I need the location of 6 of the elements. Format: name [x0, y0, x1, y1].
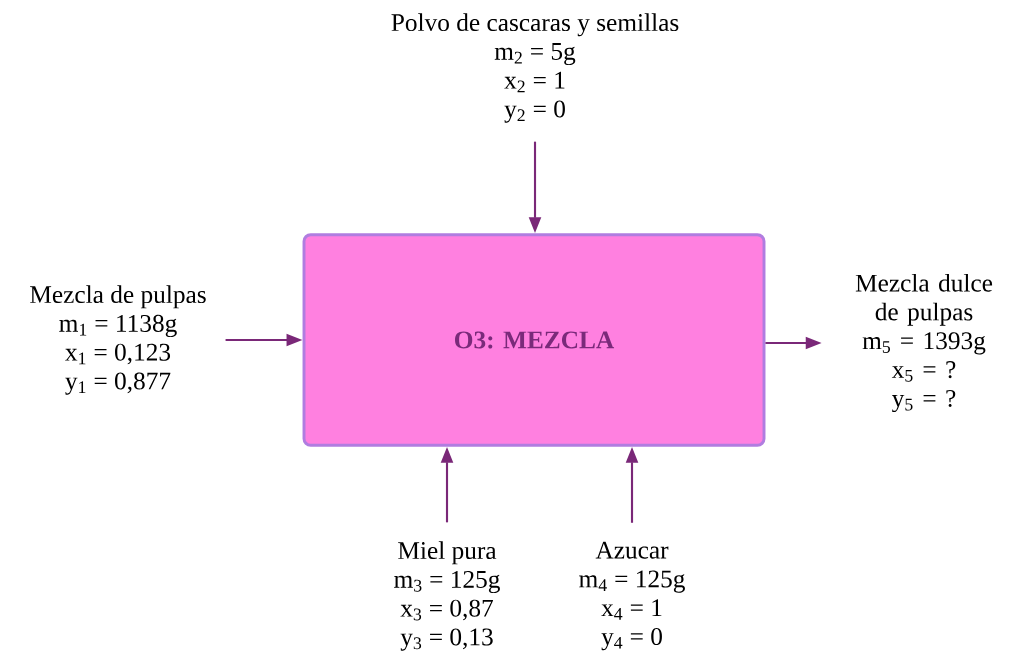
stream-label: Azucar m$_{4}$ = 125g x$_{4}$ = 1 y$_{4}$ = 0: [579, 541, 685, 651]
stream-label: Miel pura m$_{3}$ = 125g x$_{3}$ = 0,87 y$_{3}$ = 0,13: [394, 541, 500, 651]
stream-label: Mezcla de pulpas m$_{1}$ = 1138g x$_{1}$ = 0,123 y$_{1}$ = 0,877: [30, 285, 206, 395]
stream-label: Polvo de cascaras y semillas m$_{2}$ = 5g x$_{2}$ = 1 y$_{2}$ = 0: [391, 13, 679, 123]
stream-label: Mezcla dulce de pulpas m$_{5}$ = 1393g x$_{5}$ = ? y$_{5}$ = ?: [855, 273, 993, 413]
process-box: O3: MEZCLA: [302, 233, 766, 447]
